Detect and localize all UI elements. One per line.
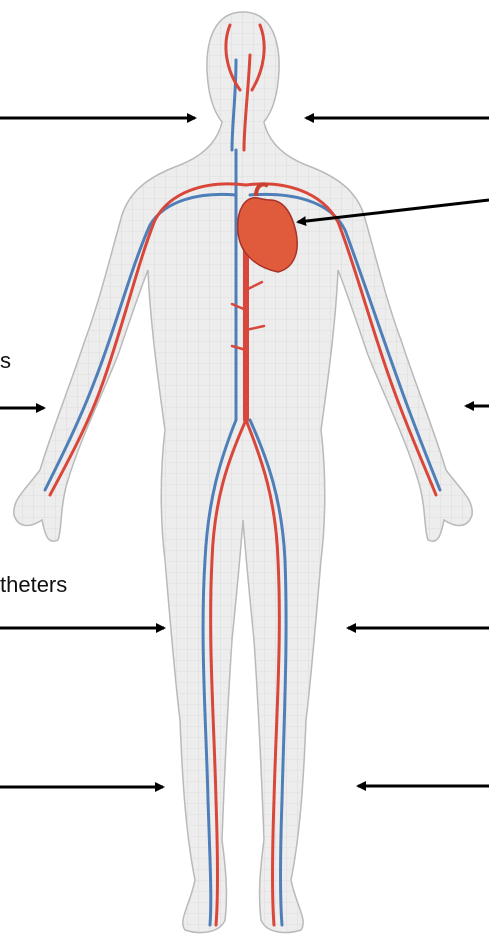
label-left-mid: s: [0, 350, 11, 372]
label-left-lower: theters: [0, 574, 67, 596]
